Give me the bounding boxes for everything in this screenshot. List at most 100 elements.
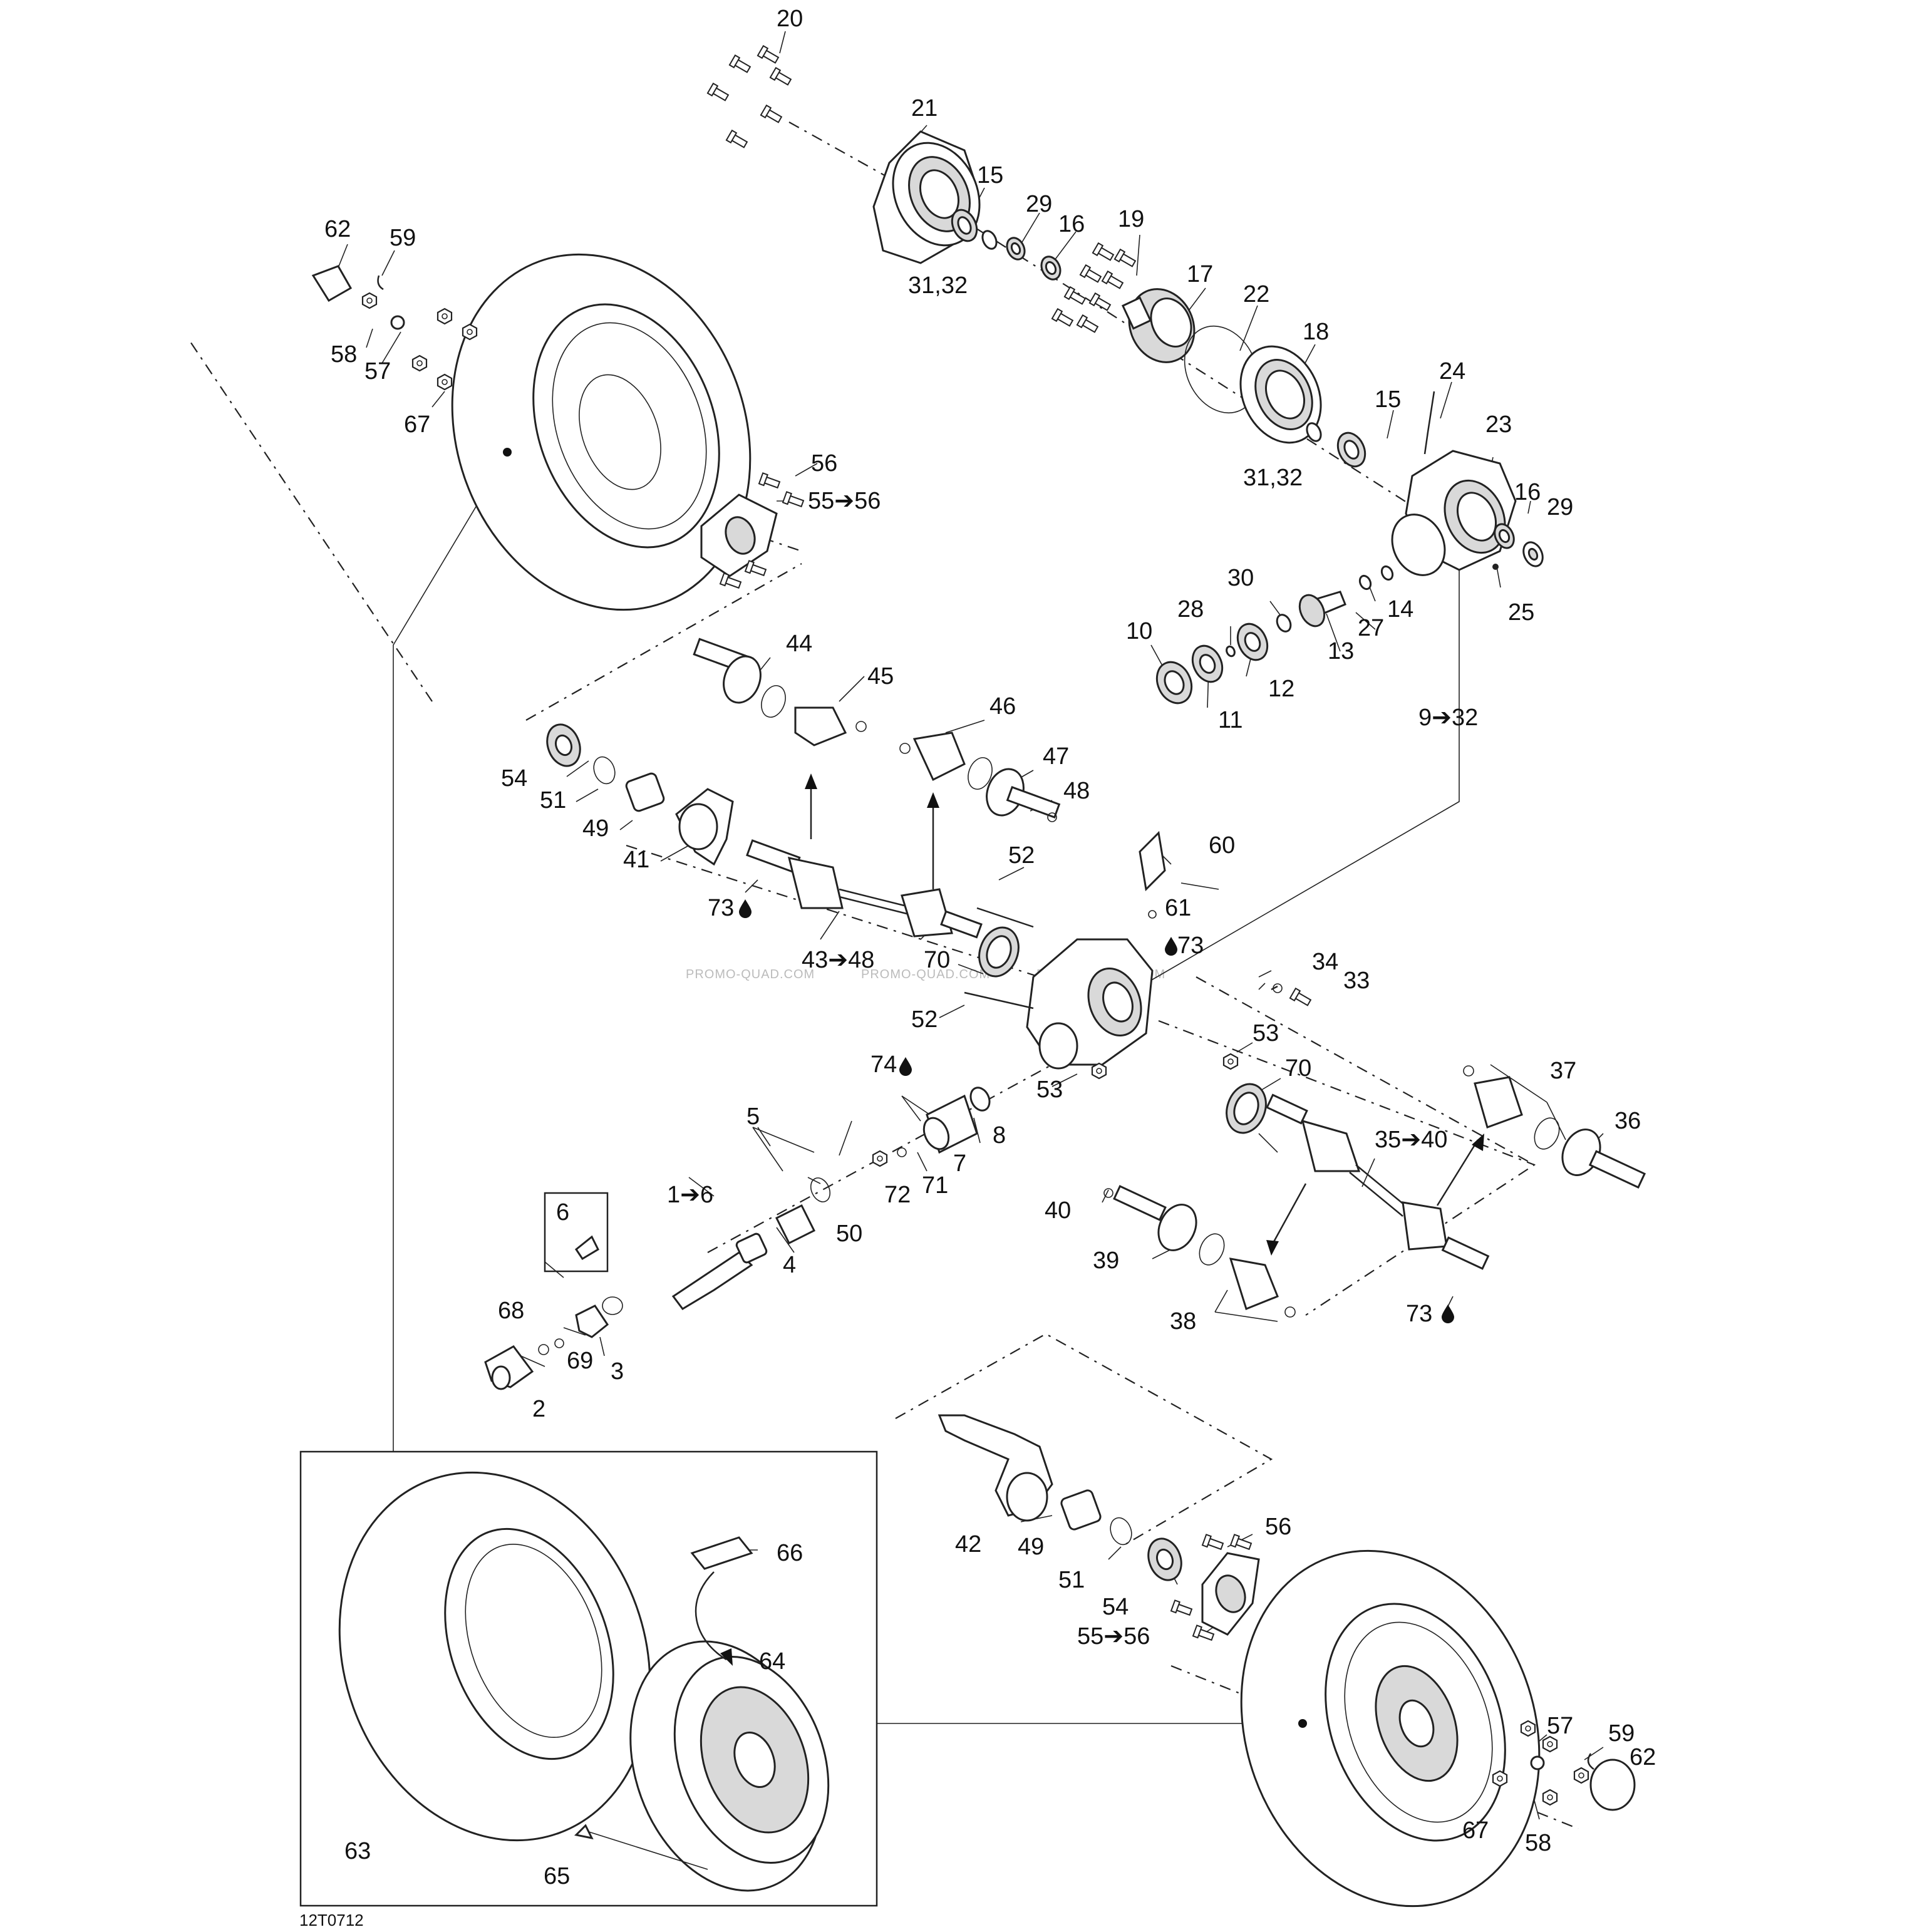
seal-16-right: [1494, 523, 1515, 549]
callout-74: 74: [870, 1051, 897, 1078]
callout-3: 3: [611, 1358, 624, 1385]
callout-1-6: 1➔6: [667, 1182, 713, 1208]
callout-73: 73: [708, 895, 734, 921]
hub-56-lower: [1170, 1534, 1260, 1643]
oil-drop-icon: [899, 1057, 912, 1076]
tire-left-front: [451, 253, 752, 611]
callout-7: 7: [953, 1150, 966, 1177]
callout-12: 12: [1268, 676, 1294, 702]
callout-labels: 20 21 15 29 16 19 31,32 17 22 18 24 15 2…: [299, 6, 1656, 1929]
callout-16: 16: [1514, 479, 1541, 505]
callout-40: 40: [1045, 1197, 1071, 1224]
housing-23: [1391, 450, 1517, 576]
callout-43-48: 43➔48: [802, 947, 874, 973]
callout-51: 51: [540, 787, 566, 814]
callout-55-56: 55➔56: [1077, 1623, 1150, 1650]
wheel-nuts-right: [1492, 1720, 1636, 1811]
callout-24: 24: [1439, 358, 1465, 385]
callout-67: 67: [404, 411, 430, 438]
callout-56: 56: [811, 450, 837, 477]
callout-14: 14: [1387, 596, 1413, 622]
callout-30: 30: [1227, 565, 1254, 591]
callout-28: 28: [1177, 596, 1204, 622]
callout-46: 46: [989, 693, 1016, 720]
callout-63: 63: [344, 1838, 371, 1864]
callout-23: 23: [1485, 411, 1512, 438]
callout-73: 73: [1406, 1301, 1432, 1327]
callout-64: 64: [759, 1648, 785, 1675]
callout-39: 39: [1093, 1248, 1119, 1274]
watermark: PROMO-QUAD.COM: [861, 968, 990, 981]
ring-3132-lower: [1306, 422, 1322, 442]
callout-25: 25: [1508, 599, 1534, 626]
callout-56: 56: [1265, 1514, 1291, 1540]
callout-50: 50: [836, 1221, 862, 1247]
callout-58: 58: [331, 341, 357, 368]
oil-drop-icon: [1442, 1304, 1454, 1323]
prop-shaft: [671, 1087, 991, 1310]
callout-53: 53: [1253, 1020, 1279, 1046]
callout-21: 21: [911, 95, 938, 121]
joint-36: [1561, 1129, 1646, 1189]
callout-38: 38: [1170, 1308, 1196, 1335]
callout-58: 58: [1525, 1830, 1551, 1856]
callout-15: 15: [1375, 386, 1401, 413]
callout-59: 59: [390, 225, 416, 251]
driveshaft-43: [746, 773, 983, 939]
oil-drop-icon: [739, 899, 752, 918]
watermark: PROMO-QUAD.COM: [686, 968, 815, 981]
callout-60: 60: [1209, 832, 1235, 859]
callout-13: 13: [1328, 638, 1354, 664]
ring-gear-18: [1239, 345, 1322, 444]
callout-37: 37: [1550, 1058, 1576, 1084]
callout-33: 33: [1343, 968, 1370, 994]
callout-62: 62: [1630, 1744, 1656, 1770]
joint-39: [1103, 1185, 1197, 1251]
callout-45: 45: [867, 663, 894, 690]
callout-68: 68: [498, 1298, 524, 1324]
callout-2: 2: [532, 1396, 545, 1422]
callout-48: 48: [1063, 778, 1090, 804]
driveshaft-35: [1266, 1093, 1490, 1270]
callout-66: 66: [777, 1540, 803, 1566]
callout-11: 11: [1218, 707, 1242, 733]
callout-3132: 31,32: [1243, 465, 1303, 491]
callout-4: 4: [783, 1252, 796, 1278]
bolts-20: [706, 45, 793, 150]
cross-3: [575, 1296, 623, 1338]
callout-65: 65: [544, 1863, 570, 1889]
callout-8: 8: [993, 1122, 1006, 1149]
callout-72: 72: [884, 1182, 911, 1208]
knuckle-42: [938, 1414, 1182, 1581]
callout-10: 10: [1126, 618, 1152, 644]
pinion-assembly: [1155, 565, 1394, 705]
wheel-nuts-left: [311, 265, 478, 391]
boot-kit-37: [1463, 1065, 1560, 1150]
callout-67: 67: [1462, 1817, 1489, 1844]
callout-35-40: 35➔40: [1375, 1127, 1447, 1153]
callout-20: 20: [777, 6, 803, 32]
callout-62: 62: [324, 216, 351, 242]
callout-73: 73: [1177, 932, 1204, 959]
callout-9-32: 9➔32: [1418, 705, 1478, 731]
callout-47: 47: [1043, 743, 1069, 770]
callout-54: 54: [501, 765, 527, 792]
bearing-15-lower: [1336, 431, 1366, 468]
callout-44: 44: [786, 631, 812, 657]
callout-41: 41: [623, 847, 649, 873]
differential-17: [1121, 288, 1196, 363]
callout-6: 6: [556, 1199, 569, 1226]
callout-34: 34: [1312, 949, 1338, 975]
callout-5: 5: [746, 1103, 760, 1130]
ring-69: [554, 1338, 564, 1348]
callout-15: 15: [977, 162, 1003, 189]
boot-kit-38: [1199, 1233, 1296, 1318]
callout-18: 18: [1303, 319, 1329, 345]
joint-44: [693, 638, 762, 704]
plug-25: [1492, 564, 1499, 570]
ring-3132-upper: [981, 230, 998, 250]
bolts-19: [1051, 242, 1137, 335]
callout-57: 57: [364, 358, 391, 385]
callout-54: 54: [1102, 1594, 1129, 1620]
